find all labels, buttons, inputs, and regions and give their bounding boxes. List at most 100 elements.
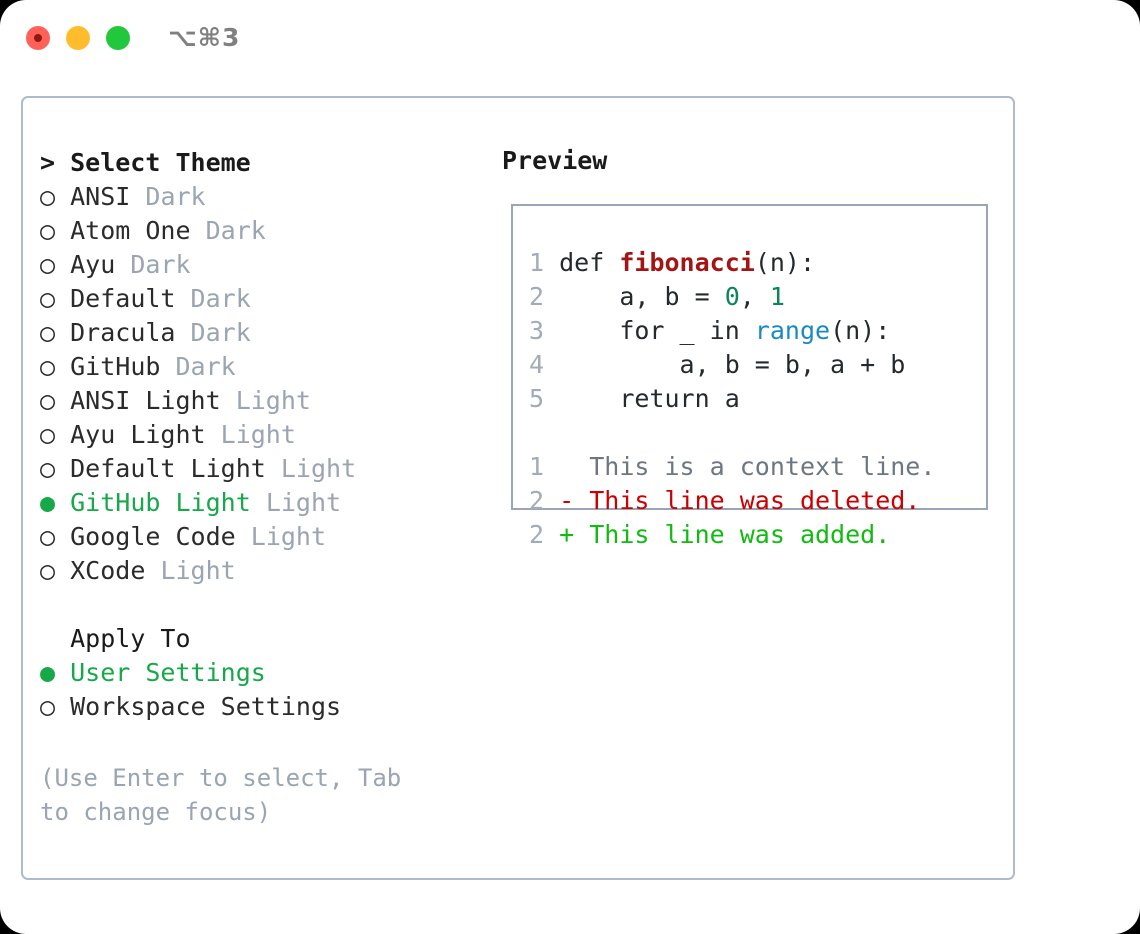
theme-option-ayu[interactable]: ○ Ayu Dark (40, 248, 480, 282)
theme-option-ayu-light[interactable]: ○ Ayu Light Light (40, 418, 480, 452)
radio-unselected-icon: ○ (40, 250, 56, 279)
radio-unselected-icon: ○ (40, 318, 56, 347)
theme-variant-badge: Light (235, 386, 311, 415)
code-token-kw: def (559, 248, 620, 277)
code-line-number: 2 (529, 282, 545, 311)
apply-to-option-user-settings[interactable]: ● User Settings (40, 656, 480, 690)
code-line: 2 a, b = 0, 1 (529, 280, 935, 314)
radio-unselected-icon: ○ (40, 692, 56, 721)
theme-option-label: Default Light (70, 454, 266, 483)
theme-variant-badge: Dark (175, 352, 236, 381)
radio-unselected-icon: ○ (40, 216, 56, 245)
radio-unselected-icon: ○ (40, 284, 56, 313)
code-line-number: 3 (529, 316, 545, 345)
theme-option-atom-one[interactable]: ○ Atom One Dark (40, 214, 480, 248)
apply-to-header: Apply To (40, 624, 191, 653)
apply-to-option-label: Workspace Settings (70, 692, 342, 721)
theme-variant-badge: Light (250, 522, 327, 551)
theme-variant-badge: Light (265, 488, 342, 517)
theme-option-label: Atom One (70, 216, 191, 245)
theme-option-xcode[interactable]: ○ XCode Light (40, 554, 480, 588)
theme-option-list: ○ ANSI Dark○ Atom One Dark○ Ayu Dark○ De… (40, 180, 480, 588)
code-line: 5 return a (529, 382, 935, 416)
theme-variant-badge: Light (160, 556, 236, 585)
theme-option-label: XCode (70, 556, 146, 585)
radio-unselected-icon: ○ (40, 522, 56, 551)
apply-to-option-label: User Settings (70, 658, 266, 687)
theme-option-label: Ayu Light (70, 420, 206, 449)
theme-option-google-code[interactable]: ○ Google Code Light (40, 520, 480, 554)
theme-option-label: Ayu (70, 250, 116, 279)
code-token-builtin: range (754, 316, 831, 345)
code-line-number: 1 (529, 248, 545, 277)
section-spacer (40, 588, 480, 622)
theme-option-label: Google Code (70, 522, 236, 551)
code-line-number: 2 (529, 486, 545, 515)
diff-text: This is a context line. (589, 452, 936, 481)
code-token-plain: , (739, 282, 770, 311)
select-theme-header: > Select Theme (40, 148, 251, 177)
code-token-plain: (n): (754, 248, 816, 277)
code-line-number: 4 (529, 350, 545, 379)
code-line-number: 5 (529, 384, 545, 413)
theme-variant-badge: Light (220, 420, 296, 449)
theme-option-default[interactable]: ○ Default Dark (40, 282, 480, 316)
code-line-number: 2 (529, 520, 545, 549)
apply-to-option-list: ● User Settings○ Workspace Settings (40, 656, 480, 724)
theme-option-label: ANSI Light (70, 386, 221, 415)
window-controls (26, 26, 130, 50)
radio-unselected-icon: ○ (40, 386, 56, 415)
diff-line: 2 + This line was added. (529, 518, 935, 552)
diff-line: 1 This is a context line. (529, 450, 935, 484)
apply-to-option-workspace-settings[interactable]: ○ Workspace Settings (40, 690, 480, 724)
code-blank-line (529, 416, 935, 450)
diff-line: 2 - This line was deleted. (529, 484, 935, 518)
code-token-plain: return a (559, 384, 740, 413)
diff-text: This line was added. (589, 520, 891, 549)
code-token-num: 1 (769, 282, 785, 311)
theme-option-github-light[interactable]: ● GitHub Light Light (40, 486, 480, 520)
theme-option-default-light[interactable]: ○ Default Light Light (40, 452, 480, 486)
keyboard-hint-text: (Use Enter to select, Tab to change focu… (40, 764, 402, 826)
radio-selected-icon: ● (40, 658, 56, 687)
theme-option-label: ANSI (70, 182, 131, 211)
minimize-button-icon[interactable] (66, 26, 90, 50)
theme-option-dracula[interactable]: ○ Dracula Dark (40, 316, 480, 350)
code-line-number: 1 (529, 452, 545, 481)
theme-variant-badge: Dark (190, 318, 251, 347)
zoom-button-icon[interactable] (106, 26, 130, 50)
diff-text: This line was deleted. (589, 486, 921, 515)
title-bar: ⌥⌘3 (0, 0, 1140, 78)
keyboard-shortcut-label: ⌥⌘3 (168, 23, 241, 52)
diff-marker: + (559, 520, 590, 549)
radio-unselected-icon: ○ (40, 352, 56, 381)
theme-variant-badge: Dark (205, 216, 266, 245)
theme-variant-badge: Dark (145, 182, 206, 211)
theme-variant-badge: Dark (190, 284, 251, 313)
theme-option-label: GitHub (70, 352, 161, 381)
radio-unselected-icon: ○ (40, 420, 56, 449)
diff-marker: - (559, 486, 590, 515)
code-token-plain: (n): (830, 316, 891, 345)
radio-selected-icon: ● (40, 488, 56, 517)
code-token-num: 0 (724, 282, 740, 311)
code-line: 3 for _ in range(n): (529, 314, 935, 348)
code-token-fn: fibonacci (619, 248, 755, 277)
theme-option-ansi[interactable]: ○ ANSI Dark (40, 180, 480, 214)
theme-selector: > Select Theme ○ ANSI Dark○ Atom One Dar… (40, 146, 480, 724)
theme-option-label: GitHub Light (70, 488, 251, 517)
code-token-plain: a, b = b, a + b (559, 350, 906, 379)
close-button-icon[interactable] (26, 26, 50, 50)
theme-option-label: Default (70, 284, 176, 313)
theme-variant-badge: Light (280, 454, 357, 483)
code-token-plain: for _ in (559, 316, 755, 345)
main-panel: > Select Theme ○ ANSI Dark○ Atom One Dar… (21, 96, 1015, 880)
theme-option-ansi-light[interactable]: ○ ANSI Light Light (40, 384, 480, 418)
radio-unselected-icon: ○ (40, 556, 56, 585)
code-line: 1 def fibonacci(n): (529, 246, 935, 280)
theme-option-github[interactable]: ○ GitHub Dark (40, 350, 480, 384)
diff-marker (559, 452, 589, 481)
